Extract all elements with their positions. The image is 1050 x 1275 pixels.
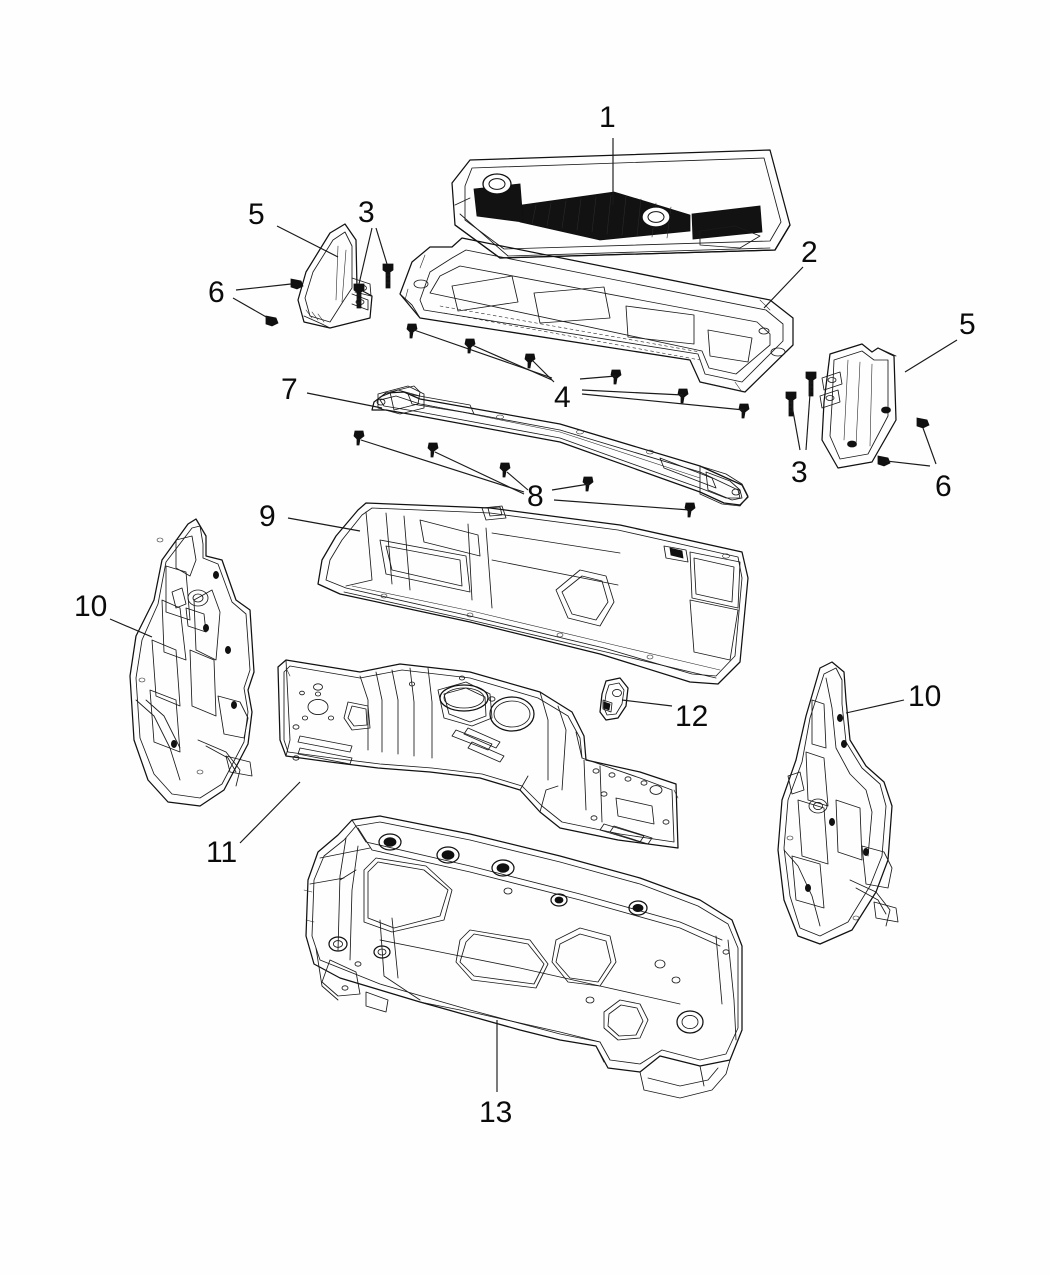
push-pin-4-c <box>524 353 536 369</box>
callout-8: 8 <box>527 480 544 513</box>
part-11-dash-reinforcement-panel <box>277 659 679 849</box>
callout-5-left: 5 <box>248 198 265 231</box>
callout-6-right: 6 <box>935 470 952 503</box>
push-pin-8-c <box>499 462 511 478</box>
push-pin-4-e <box>677 388 689 404</box>
leader-lines <box>109 138 958 1092</box>
fasteners-part-4-push-pins <box>406 323 750 419</box>
screw-3-left-b <box>353 283 365 309</box>
fasteners-part-3-screws <box>353 263 817 417</box>
part-10-right-a-pillar-inner <box>777 661 899 945</box>
callout-10-right: 10 <box>908 680 942 713</box>
part-13-dash-panel <box>303 815 743 1099</box>
callout-3-left: 3 <box>358 196 375 229</box>
callout-2: 2 <box>801 236 818 269</box>
callout-3-right: 3 <box>791 456 808 489</box>
push-pin-8-b <box>427 442 439 458</box>
callout-5-right: 5 <box>959 308 976 341</box>
part-2-cowl-plenum-panel <box>399 237 794 393</box>
callout-9: 9 <box>259 500 276 533</box>
screw-3-left-a <box>382 263 394 289</box>
part-1-cowl-top-grille <box>451 149 791 259</box>
part-7-wiper-linkage-module <box>371 385 749 507</box>
screw-3-right-b <box>785 391 797 417</box>
clip-6-left-b <box>265 315 279 327</box>
callout-10-left: 10 <box>74 590 108 623</box>
callout-1: 1 <box>599 101 616 134</box>
clip-6-right-a <box>916 417 930 429</box>
fasteners-part-8-push-pins <box>353 430 696 518</box>
push-pin-8-a <box>353 430 365 446</box>
push-pin-4-f <box>738 403 750 419</box>
push-pin-4-a <box>406 323 418 339</box>
callout-4: 4 <box>554 381 571 414</box>
callout-12: 12 <box>675 700 709 733</box>
push-pin-4-d <box>610 369 622 385</box>
part-9-cowl-lower-support <box>317 502 749 685</box>
part-5-right-cowl-side-trim <box>819 343 897 469</box>
callout-11: 11 <box>206 836 238 869</box>
callout-7: 7 <box>281 373 298 406</box>
clip-6-left-a <box>290 278 304 290</box>
callout-6-left: 6 <box>208 276 225 309</box>
callout-13: 13 <box>479 1096 513 1129</box>
clip-6-right-b <box>877 455 891 467</box>
fasteners-part-6-clips <box>265 278 930 467</box>
push-pin-4-b <box>464 338 476 354</box>
part-10-left-a-pillar-inner <box>129 518 255 807</box>
part-12-bracket <box>599 677 629 721</box>
